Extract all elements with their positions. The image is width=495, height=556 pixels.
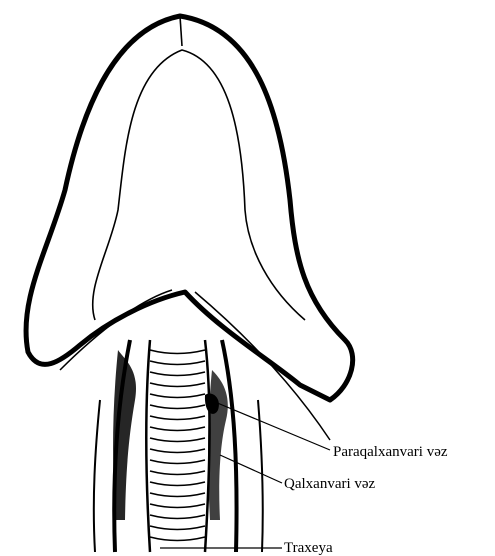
trachea-ring <box>150 394 205 398</box>
thyroid-gland-right <box>208 370 228 520</box>
leader-lines <box>160 402 330 548</box>
trachea-ring <box>150 361 205 365</box>
trachea-ring <box>150 427 205 431</box>
trachea-ring <box>150 526 205 530</box>
label-trachea: Traxeya <box>284 540 333 556</box>
trachea-ring <box>150 493 205 497</box>
head-outer-outline <box>26 16 353 400</box>
head-notch <box>180 16 182 46</box>
head-inner-outline <box>93 50 305 320</box>
trachea-ring <box>150 405 205 409</box>
label-thyroid-gland: Qalxanvari vəz <box>284 476 376 492</box>
trachea-ring <box>150 416 205 420</box>
trachea-ring <box>150 471 205 475</box>
trachea-ring <box>150 372 205 376</box>
trachea-ring <box>150 350 205 354</box>
trachea-ring <box>150 449 205 453</box>
trachea-ring <box>150 515 205 519</box>
trachea-ring <box>150 460 205 464</box>
trachea-ring <box>150 482 205 486</box>
trachea-ring <box>150 504 205 508</box>
trachea-ring <box>150 383 205 387</box>
thyroid-gland-left <box>113 350 136 520</box>
label-parathyroid-gland: Paraqalxanvari vəz <box>333 444 448 460</box>
trachea-ring <box>150 537 205 541</box>
trachea-rings <box>150 350 205 541</box>
trachea-ring <box>150 438 205 442</box>
